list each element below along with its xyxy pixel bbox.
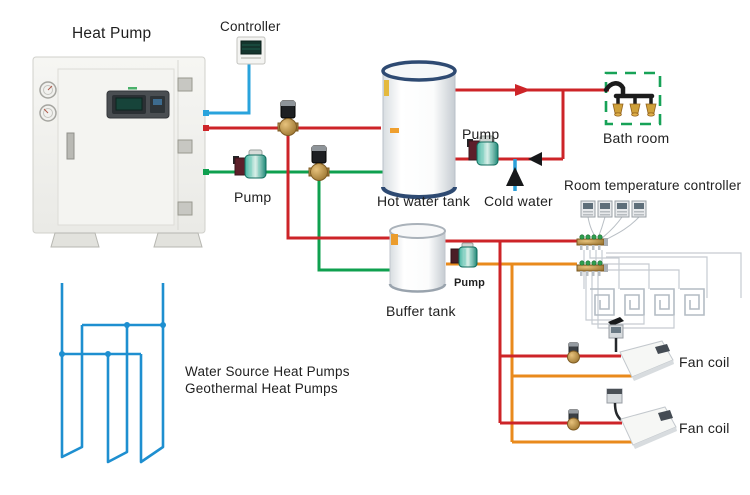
floor-heating-coils bbox=[590, 288, 705, 316]
hinge-icon bbox=[177, 201, 193, 216]
controller-screen bbox=[240, 40, 262, 55]
geothermal-loop bbox=[60, 283, 165, 464]
tank-sticker bbox=[391, 234, 398, 245]
hinge-icon bbox=[177, 139, 193, 154]
buffer-tank bbox=[388, 223, 447, 293]
shower-heads bbox=[612, 103, 657, 117]
valve-body bbox=[279, 118, 297, 136]
return-pipes-green bbox=[205, 170, 392, 272]
floor-coil-4 bbox=[680, 288, 705, 316]
flow-arrow-left bbox=[528, 152, 542, 166]
thermostat-icon bbox=[597, 200, 613, 218]
secondary-pipes-orange bbox=[446, 262, 641, 444]
buffer-tank-label: Buffer tank bbox=[386, 303, 456, 319]
cold-water-label: Cold water bbox=[484, 193, 553, 209]
bath-room-label: Bath room bbox=[603, 130, 670, 146]
geothermal-loop-junctions bbox=[59, 322, 166, 357]
heatpump-control-panel bbox=[106, 87, 170, 119]
fancoil2-valve bbox=[567, 409, 580, 431]
fan-coil-lower-label: Fan coil bbox=[679, 420, 730, 436]
pipe-buffer-return-green bbox=[317, 180, 392, 272]
pipe-valve-to-buffer-red bbox=[286, 134, 392, 240]
floor-coil-3 bbox=[650, 288, 675, 316]
valve-body bbox=[310, 163, 328, 181]
fancoil2-wire bbox=[613, 402, 622, 421]
energy-sticker bbox=[384, 80, 389, 96]
thermostat-icon bbox=[580, 200, 596, 218]
foot bbox=[153, 232, 203, 248]
floor-heating-piping bbox=[583, 250, 742, 329]
fan-coil-upper-label: Fan coil bbox=[679, 354, 730, 370]
three-way-valve-supply bbox=[277, 100, 299, 136]
shower-head-icon bbox=[629, 103, 641, 114]
fancoil1-grille bbox=[655, 344, 670, 354]
fancoil1-valve bbox=[567, 342, 580, 364]
flow-arrow-right bbox=[515, 84, 531, 96]
pump-source-loop bbox=[233, 149, 267, 179]
fancoil2-grille bbox=[658, 410, 673, 421]
pressure-gauge-bottom bbox=[39, 104, 57, 122]
pump-source-label: Pump bbox=[234, 189, 272, 205]
caption-water-source: Water Source Heat Pumps bbox=[185, 364, 350, 379]
room-thermostats bbox=[580, 200, 647, 218]
fan-coil-unit-lower bbox=[606, 388, 677, 449]
thermostat-icon bbox=[631, 200, 647, 218]
panel-display bbox=[115, 97, 143, 111]
pump-recirculation-label: Pump bbox=[462, 126, 500, 142]
shower-head-icon bbox=[612, 103, 624, 114]
pump-buffer-loop bbox=[450, 242, 478, 268]
pump-buffer-label: Pump bbox=[454, 277, 485, 289]
door-handle bbox=[66, 132, 75, 160]
controller-unit bbox=[236, 36, 266, 65]
bathroom-dashed-border bbox=[604, 71, 662, 126]
bathroom-group bbox=[603, 71, 662, 126]
heating-manifold-supply bbox=[576, 234, 608, 250]
three-way-valve-return bbox=[308, 145, 330, 181]
floor-coil-1 bbox=[590, 288, 615, 316]
floor-coil-2 bbox=[620, 288, 645, 316]
pressure-gauge-top bbox=[39, 81, 57, 99]
shower-head-icon bbox=[645, 103, 657, 114]
fan-coil-unit-upper bbox=[608, 317, 674, 381]
pump-recirculation bbox=[467, 135, 499, 166]
shower-supply-pipe bbox=[603, 81, 626, 97]
tank-sticker bbox=[390, 128, 399, 133]
heat-pump-unit bbox=[32, 56, 209, 248]
controller-label: Controller bbox=[220, 19, 281, 34]
heat-pump-label: Heat Pump bbox=[72, 25, 152, 42]
heating-manifold-return bbox=[576, 260, 608, 276]
hot-water-tank bbox=[381, 60, 457, 199]
foot bbox=[50, 232, 100, 248]
fancoil1-thermostat-cap bbox=[608, 317, 624, 326]
thermostat-icon bbox=[614, 200, 630, 218]
hinge-icon bbox=[177, 77, 193, 92]
hot-water-tank-label: Hot water tank bbox=[377, 193, 471, 209]
cold-water-arrow-up bbox=[506, 167, 524, 186]
controller-wire bbox=[208, 63, 251, 115]
room-temperature-controller-label: Room temperature controller bbox=[564, 178, 742, 193]
caption-geothermal: Geothermal Heat Pumps bbox=[185, 381, 338, 396]
